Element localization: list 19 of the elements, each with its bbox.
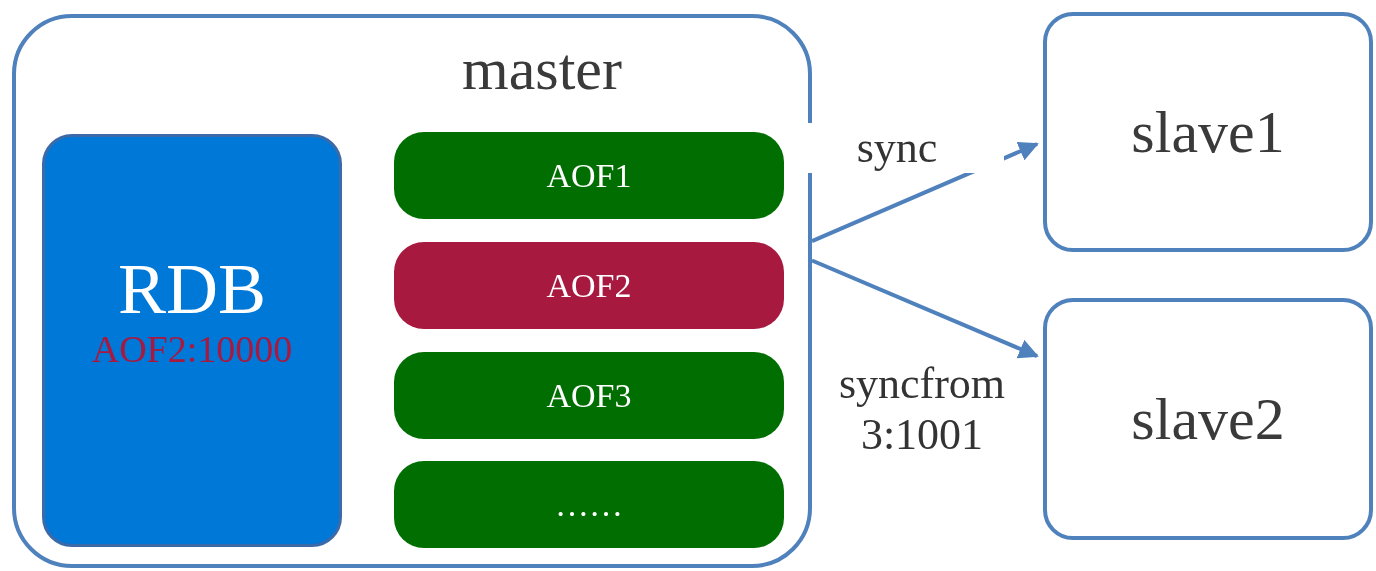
- log-bar: [394, 242, 784, 329]
- node-note: AOF2:10000: [91, 329, 293, 371]
- arrow: [811, 141, 1039, 243]
- node-label: slave1: [1131, 99, 1285, 165]
- node-label: slave2: [1131, 386, 1285, 452]
- log-bar: [394, 132, 784, 219]
- node-label: master: [462, 36, 622, 102]
- node-label: RDB: [117, 250, 266, 330]
- replica-box: [1043, 298, 1373, 540]
- log-bar: [394, 352, 784, 439]
- node-label: AOF1: [546, 156, 632, 195]
- arrow: [811, 258, 1039, 359]
- node-label: AOF3: [546, 376, 632, 415]
- master-panel: [12, 14, 812, 568]
- replica-box: [1043, 12, 1373, 252]
- node-label: AOF2: [546, 266, 632, 305]
- node-label: ……: [555, 485, 623, 524]
- storage-block: [42, 134, 342, 547]
- log-bar: [394, 461, 784, 548]
